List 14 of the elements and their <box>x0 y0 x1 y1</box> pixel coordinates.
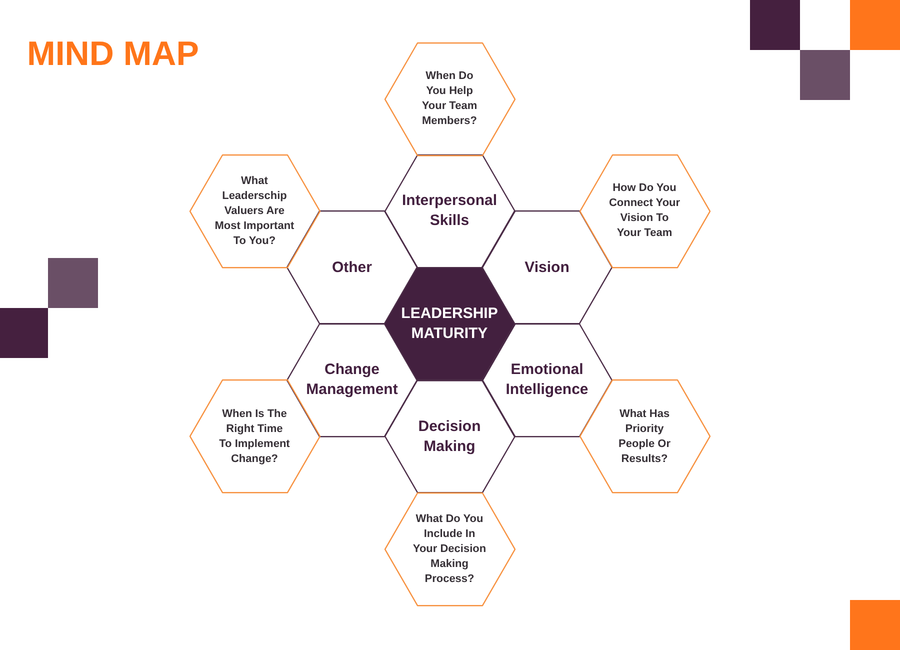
topic-label: Change Management <box>305 360 399 400</box>
topic-label: Other <box>330 258 373 278</box>
title: MIND MAP <box>27 34 199 74</box>
topic-label: Decision Making <box>417 416 482 457</box>
topic-label: Vision <box>524 258 570 278</box>
topic-label: Interpersonal Skills <box>400 191 498 232</box>
question-text: When Is The Right Time To Implement Change? <box>218 406 290 467</box>
topic-label: Emotional Intelligence <box>504 360 590 400</box>
question-text: What Do You Include In Your Decision Making Process? <box>412 512 488 587</box>
question-text: When Do You Help Your Team Members? <box>420 68 478 129</box>
question-text: What Has Priority People Or Results? <box>618 406 672 467</box>
question-text: How Do You Connect Your Vision To Your Team <box>608 181 682 242</box>
center-label: LEADERSHIP MATURITY <box>400 304 499 344</box>
question-text: What Leaderschip Valuers Are Most Important To You? <box>214 174 296 249</box>
